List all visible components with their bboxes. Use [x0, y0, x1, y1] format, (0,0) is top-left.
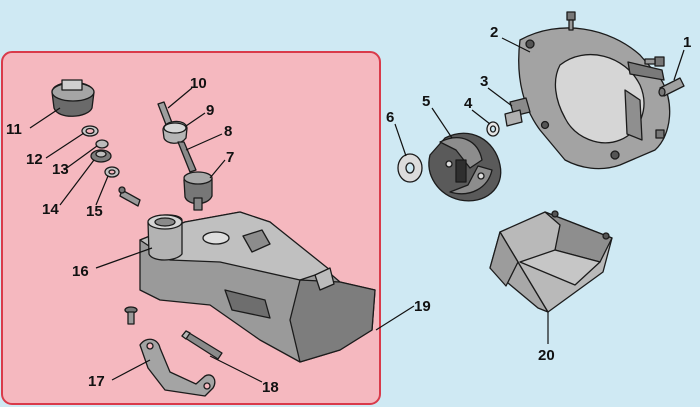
label-part-11: 11	[6, 121, 22, 138]
label-part-16: 16	[72, 263, 89, 280]
label-part-7: 7	[226, 149, 234, 166]
label-part-17: 17	[88, 373, 105, 390]
part-9-grommet	[162, 120, 188, 144]
part-14-valve	[90, 149, 112, 163]
label-part-5: 5	[422, 93, 430, 110]
label-part-8: 8	[224, 123, 232, 140]
part-3-bolt	[504, 97, 531, 127]
label-part-2: 2	[490, 24, 498, 41]
part-20-bracket	[489, 210, 613, 313]
part-11-fuel-cap	[51, 79, 95, 117]
part-6-washer	[397, 153, 423, 183]
part-7-fuel-filter	[183, 171, 213, 211]
label-part-4: 4	[464, 95, 473, 112]
washer-hole	[489, 125, 497, 133]
part-1-pin	[658, 77, 685, 97]
ring-hole	[108, 169, 116, 175]
label-part-9: 9	[206, 102, 214, 119]
leader-lines	[29, 37, 685, 383]
tank-screw	[124, 306, 138, 325]
housing-top-screw	[566, 11, 576, 31]
label-part-12: 12	[26, 151, 43, 168]
part-16-fuel-tank	[139, 211, 376, 363]
housing-bottom-screw	[655, 129, 665, 139]
part-2-fan-housing	[518, 27, 671, 170]
housing-side-screw	[644, 56, 665, 67]
label-part-1: 1	[683, 34, 691, 51]
oring-hole	[85, 127, 95, 135]
cap-strap	[118, 186, 141, 207]
part-5-clutch	[428, 132, 502, 202]
label-part-15: 15	[86, 203, 103, 220]
label-part-20: 20	[538, 347, 555, 364]
label-part-3: 3	[480, 73, 488, 90]
label-part-18: 18	[262, 379, 279, 396]
label-part-19: 19	[414, 298, 431, 315]
label-part-14: 14	[42, 201, 59, 218]
label-part-10: 10	[190, 75, 207, 92]
part-13-washer	[95, 139, 109, 149]
part-18-rubber-block	[181, 330, 223, 360]
part-17-mounting-bracket	[139, 338, 216, 397]
label-part-13: 13	[52, 161, 69, 178]
part-8-pickup-line	[177, 141, 197, 173]
label-part-6: 6	[386, 109, 394, 126]
